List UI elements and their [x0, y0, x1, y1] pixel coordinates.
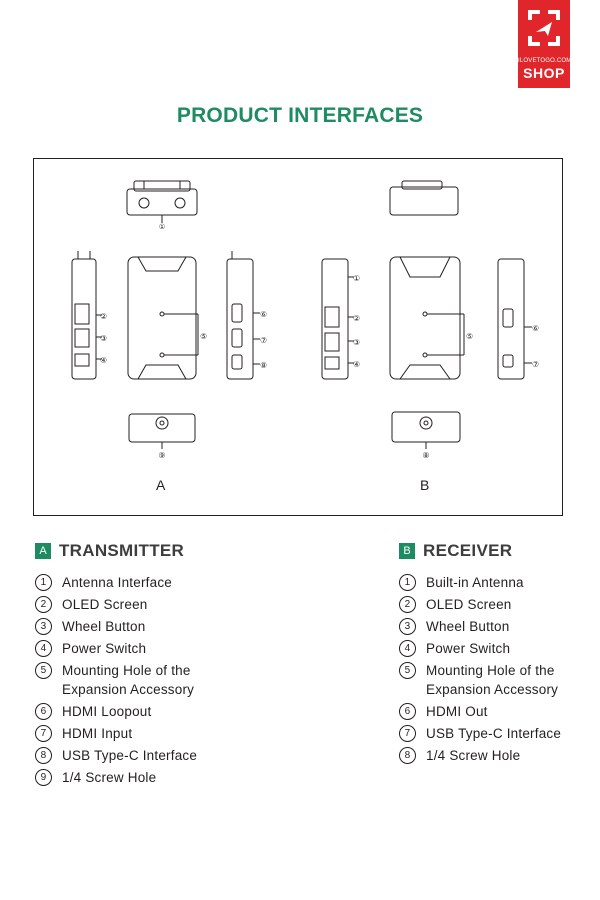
callout-a-2: ② — [100, 312, 107, 321]
receiver-right-view — [497, 258, 532, 380]
callout-b-2: ② — [353, 314, 360, 323]
product-diagram: ① ② ③ ④ ⑤ — [33, 158, 563, 516]
callout-b-7: ⑦ — [532, 360, 539, 369]
callout-b-8: ⑧ — [422, 451, 429, 460]
callout-b-6: ⑥ — [532, 324, 539, 333]
callout-b-5: ⑤ — [466, 332, 473, 341]
transmitter-bottom-view — [128, 413, 196, 449]
shop-logo: ILOVETOGO.COM SHOP — [518, 0, 572, 88]
transmitter-top-view — [126, 180, 198, 223]
scan-frame-icon — [528, 10, 560, 46]
receiver-front-view — [389, 256, 465, 380]
callout-a-6: ⑥ — [260, 310, 267, 319]
callout-b-1: ① — [353, 274, 360, 283]
transmitter-right-view — [226, 251, 260, 380]
transmitter-heading: A TRANSMITTER — [35, 541, 184, 561]
logo-shop-text: SHOP — [523, 65, 565, 81]
callout-a-3: ③ — [100, 334, 107, 343]
receiver-title: RECEIVER — [423, 541, 513, 560]
callout-a-7: ⑦ — [260, 336, 267, 345]
callout-a-4: ④ — [100, 356, 107, 365]
callout-a-5: ⑤ — [200, 332, 207, 341]
receiver-heading: B RECEIVER — [399, 541, 512, 561]
receiver-bottom-view — [391, 411, 461, 449]
transmitter-title: TRANSMITTER — [59, 541, 185, 560]
group-label-b: B — [420, 477, 430, 493]
receiver-badge: B — [399, 543, 415, 559]
logo-url-text: ILOVETOGO.COM — [518, 58, 572, 64]
transmitter-front-view — [127, 256, 199, 380]
callout-b-4: ④ — [353, 360, 360, 369]
page-title: PRODUCT INTERFACES — [176, 104, 424, 127]
callout-a-8: ⑧ — [260, 361, 267, 370]
callout-a-top: ① — [159, 223, 165, 231]
group-label-a: A — [156, 477, 166, 493]
transmitter-left-view — [71, 251, 102, 380]
callout-b-3: ③ — [353, 338, 360, 347]
receiver-top-view — [389, 180, 459, 216]
callout-a-9: ⑨ — [158, 451, 165, 460]
transmitter-badge: A — [35, 543, 51, 559]
receiver-left-view — [321, 258, 354, 380]
